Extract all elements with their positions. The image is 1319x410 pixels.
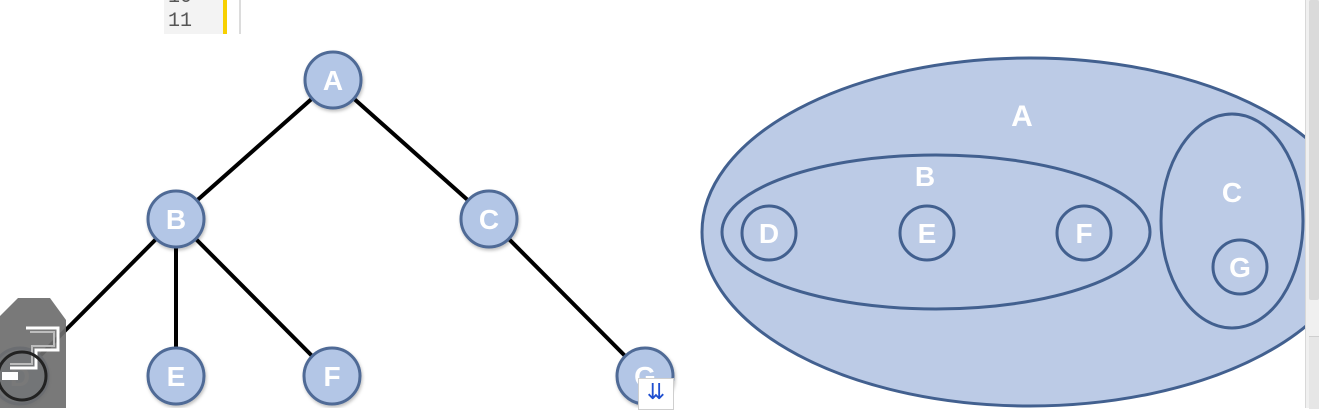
- scrollbar-thumb[interactable]: [1309, 0, 1319, 300]
- tree-node-f: F: [302, 346, 362, 406]
- member-label-f: F: [1075, 218, 1092, 249]
- node-label-c: C: [479, 204, 499, 235]
- edge-c-g: [487, 217, 647, 378]
- member-label-e: E: [918, 218, 937, 249]
- member-label-g: G: [1229, 252, 1251, 283]
- node-label-b: B: [166, 204, 186, 235]
- set-c-label: C: [1222, 177, 1242, 208]
- editor-gutter: 10 11: [164, 0, 227, 34]
- tree-node-b: B: [146, 189, 206, 249]
- nested-sets: A B C D E F G: [700, 56, 1319, 408]
- edge-a-c: [331, 78, 491, 221]
- editor-edge: [239, 0, 241, 34]
- set-b-ellipse: [720, 153, 1152, 311]
- set-a-label: A: [1011, 100, 1033, 133]
- set-member-g: G: [1211, 238, 1269, 296]
- set-member-e: E: [898, 204, 956, 262]
- set-member-f: F: [1055, 204, 1113, 262]
- tree-node-c: C: [459, 189, 519, 249]
- tree-node-a: A: [303, 50, 363, 110]
- window-overlay-icon[interactable]: [0, 298, 66, 408]
- set-member-d: D: [740, 204, 798, 262]
- set-a-ellipse: [700, 56, 1319, 408]
- edge-b-f: [174, 217, 334, 378]
- set-b-label: B: [915, 161, 935, 192]
- member-label-d: D: [759, 218, 779, 249]
- change-marker: [223, 0, 227, 34]
- edge-a-b: [174, 78, 335, 221]
- node-label-f: F: [323, 361, 340, 392]
- line-number: 10: [168, 0, 192, 8]
- node-label-e: E: [167, 361, 186, 392]
- line-number: 11: [168, 10, 193, 33]
- set-c-ellipse: [1159, 112, 1305, 330]
- down-arrows-icon[interactable]: ⇊: [638, 378, 674, 410]
- node-label-a: A: [323, 65, 343, 96]
- scrollbar-button[interactable]: [1309, 336, 1319, 409]
- tree-node-e: E: [146, 346, 206, 406]
- tree-edges: [18, 78, 647, 378]
